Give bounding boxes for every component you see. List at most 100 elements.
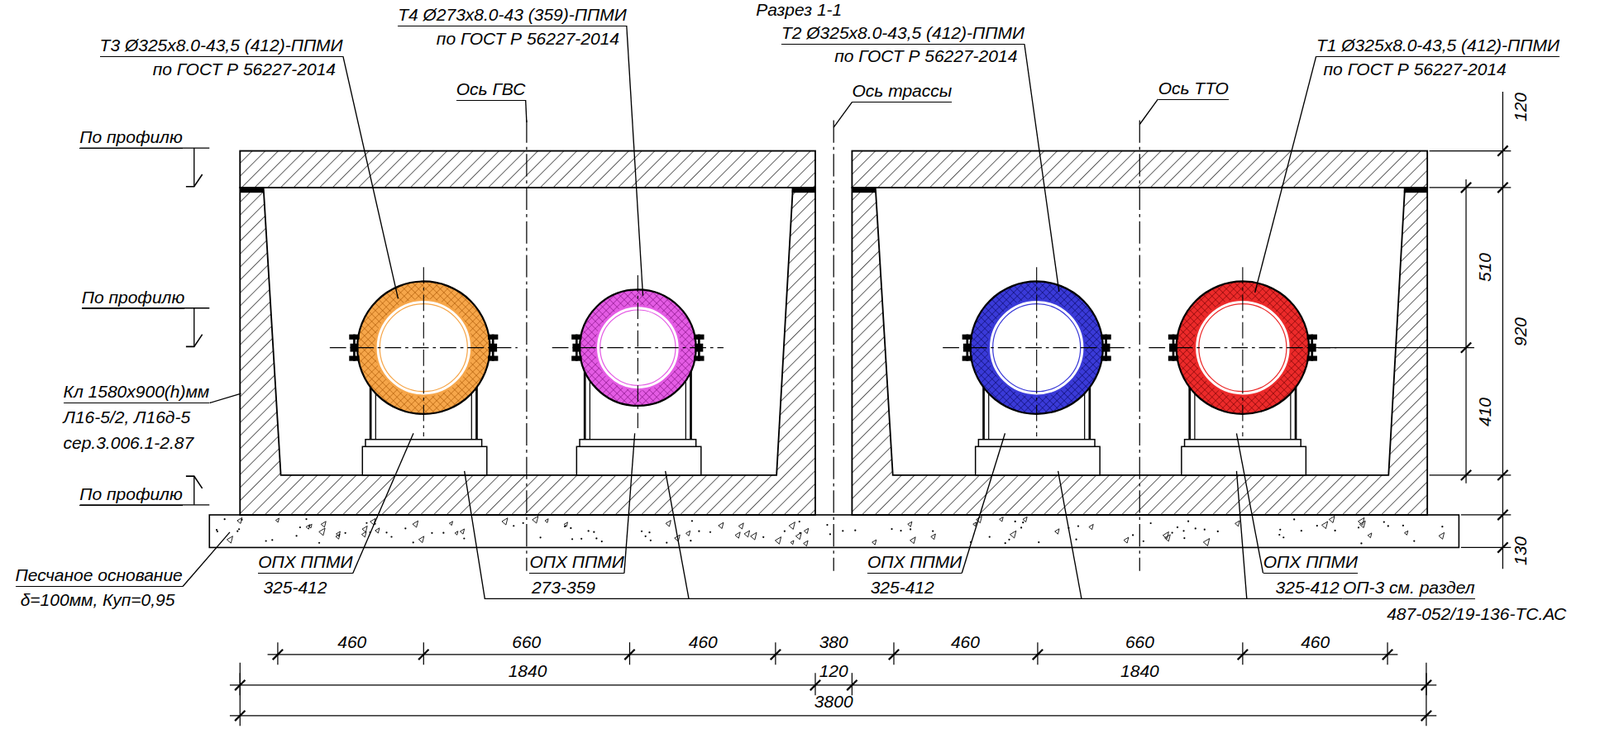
sand-speck xyxy=(216,530,219,533)
axis-line xyxy=(1139,120,1141,572)
dimension-tick xyxy=(234,711,245,722)
sand-speck xyxy=(580,538,583,540)
sand-speck xyxy=(1359,520,1366,528)
sand-speck xyxy=(750,532,757,540)
sand-speck xyxy=(335,534,340,540)
sand-speck xyxy=(412,520,419,528)
support-pad xyxy=(576,446,701,476)
axis-line xyxy=(833,120,835,572)
dimension-line xyxy=(1465,179,1467,484)
sand-speck xyxy=(1010,530,1017,539)
sand-speck xyxy=(689,539,692,542)
dimension-line xyxy=(267,654,1399,655)
sand-speck xyxy=(841,530,844,532)
clamp-nut xyxy=(1168,334,1179,340)
sand-speck xyxy=(412,541,415,544)
sand-speck xyxy=(1004,542,1007,545)
sand-speck xyxy=(1387,525,1390,527)
tray-label: Кл 1580х900(h)мм xyxy=(63,382,211,404)
sand-speck xyxy=(1150,522,1152,525)
support-pad xyxy=(975,446,1100,476)
seal-pad xyxy=(851,187,875,193)
sand-speck xyxy=(532,515,539,523)
sand-speck xyxy=(1316,525,1319,527)
dimension-value: 920 xyxy=(1511,317,1529,347)
sand-speck xyxy=(1131,534,1134,536)
section-title: Разрез 1-1 xyxy=(755,0,842,19)
sand-speck xyxy=(448,521,453,526)
sand-speck xyxy=(1360,542,1362,545)
dimension-tick xyxy=(770,649,781,660)
base-label: δ=100мм, Куп=0,95 xyxy=(20,591,176,609)
extension-line xyxy=(1429,474,1512,476)
dimension-value: 660 xyxy=(511,633,541,651)
sand-speck xyxy=(224,518,226,521)
sand-speck xyxy=(1022,521,1024,524)
illustration xyxy=(186,91,1511,726)
sand-speck xyxy=(788,522,795,531)
dimension-value: 460 xyxy=(337,633,367,651)
center-line xyxy=(942,347,1131,349)
sand-speck xyxy=(308,524,312,529)
level-note: По профилю xyxy=(81,288,186,310)
sand-speck xyxy=(238,528,240,531)
dimension-value: 460 xyxy=(688,633,718,651)
sand-speck xyxy=(790,540,794,545)
dimension-tick xyxy=(1382,649,1393,660)
sand-speck xyxy=(649,539,652,542)
sand-speck xyxy=(1020,526,1023,529)
dimension-tick xyxy=(624,649,635,660)
seal-pad xyxy=(239,187,263,193)
sand-speck xyxy=(1300,530,1303,532)
leader-line xyxy=(1236,433,1263,574)
sand-speck xyxy=(697,530,700,533)
clamp-nut xyxy=(962,334,973,340)
sand-speck xyxy=(265,539,268,542)
sand-speck xyxy=(522,522,525,525)
extension-line xyxy=(1318,347,1475,349)
dimension-tick xyxy=(1237,649,1248,660)
sand-speck xyxy=(563,525,566,528)
sand-speck xyxy=(442,532,445,535)
sand-speck xyxy=(1055,529,1060,535)
level-note: По профилю xyxy=(79,128,183,149)
sand-speck xyxy=(909,528,912,531)
clamp-nut xyxy=(693,334,704,340)
sand-speck xyxy=(501,518,508,526)
sand-speck xyxy=(1183,537,1185,540)
support-leg xyxy=(689,367,693,440)
support-label: ОПХ ППМИ xyxy=(867,553,962,574)
sand-speck xyxy=(1279,529,1281,531)
seal-pad xyxy=(1404,187,1428,193)
support-leg xyxy=(583,367,587,440)
sand-speck xyxy=(459,529,464,535)
axis-label: Ось ТТО xyxy=(1158,79,1229,101)
pipe-label: Т2 Ø325х8.0-43,5 (412)-ППМИ xyxy=(781,23,1025,45)
sand-speck xyxy=(854,530,856,532)
sand-speck xyxy=(648,531,650,534)
clamp-nut xyxy=(487,334,498,340)
sand-speck xyxy=(385,531,387,534)
sand-speck xyxy=(1037,541,1040,544)
sand-speck xyxy=(691,520,693,522)
standard-note: по ГОСТ Р 56227-2014 xyxy=(152,60,336,78)
sand-speck xyxy=(644,535,647,538)
sand-speck xyxy=(539,536,542,539)
standard-note: по ГОСТ Р 56227-2014 xyxy=(834,47,1018,65)
clamp-nut xyxy=(348,356,359,362)
sand-speck xyxy=(803,540,808,547)
sand-speck xyxy=(237,517,243,524)
sand-speck xyxy=(1162,531,1169,539)
sand-speck xyxy=(1413,539,1415,542)
sand-speck xyxy=(1074,539,1077,541)
sand-speck xyxy=(318,542,320,545)
clamp-nut xyxy=(487,356,498,362)
sand-speck xyxy=(709,531,712,534)
extension-line xyxy=(1429,186,1512,188)
sand-speck xyxy=(738,523,744,530)
sand-speck xyxy=(1438,532,1445,540)
pipe-label: Т1 Ø325х8.0-43,5 (412)-ППМИ xyxy=(1316,36,1560,58)
dimension-value: 1840 xyxy=(508,662,548,680)
sand-speck xyxy=(686,530,691,536)
leader-line xyxy=(1236,471,1247,599)
